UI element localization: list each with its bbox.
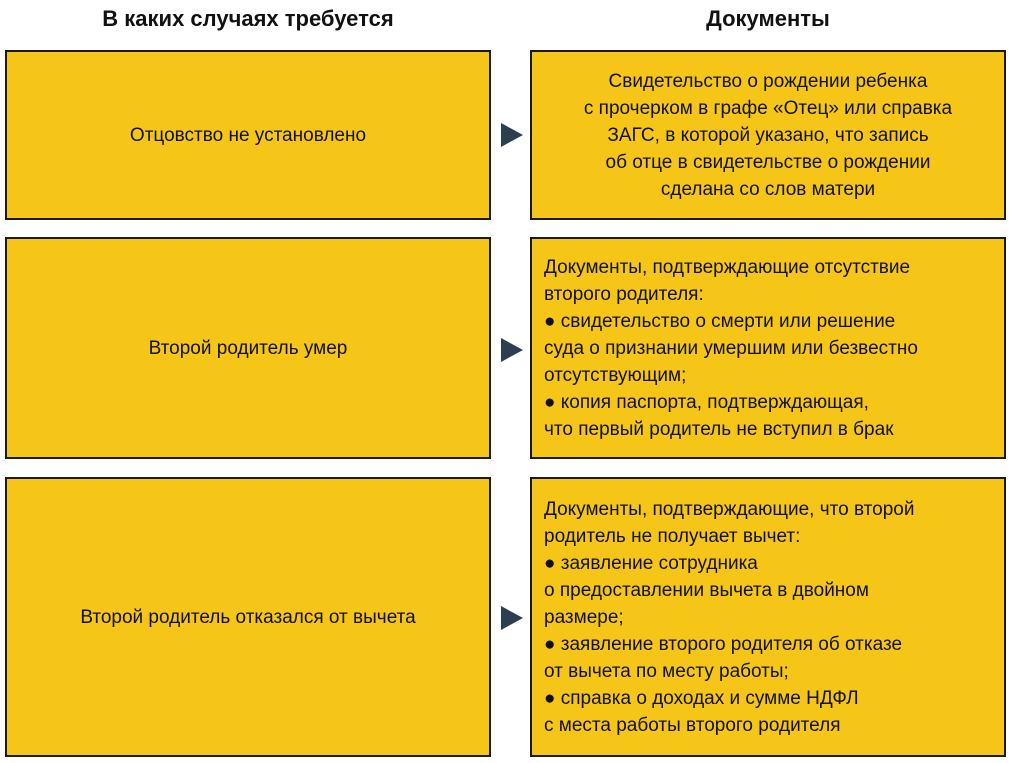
documents-line: что первый родитель не вступил в брак <box>544 418 894 440</box>
documents-text: Документы, подтверждающие, что второй ро… <box>544 496 914 739</box>
documents-line: от вычета по месту работы; <box>544 660 789 682</box>
arrow-right-icon <box>501 123 523 147</box>
documents-line: размере; <box>544 606 624 628</box>
documents-line: отсутствующим; <box>544 364 687 386</box>
case-label: Второй родитель умер <box>148 337 348 359</box>
documents-line: сделана со слов матери <box>660 178 876 200</box>
documents-text: Свидетельство о рождении ребенка с проче… <box>584 68 952 203</box>
case-box-paternity-not-established: Отцовство не установлено <box>5 50 491 220</box>
case-label: Второй родитель отказался от вычета <box>80 606 416 628</box>
documents-line: о предоставлении вычета в двойном <box>544 579 869 601</box>
documents-line: второго родителя: <box>544 283 704 305</box>
documents-box-second-parent-died: Документы, подтверждающие отсутствие вто… <box>530 237 1006 459</box>
documents-line: родитель не получает вычет: <box>544 525 801 547</box>
documents-box-second-parent-refused-deduction: Документы, подтверждающие, что второй ро… <box>530 477 1006 757</box>
case-box-second-parent-refused-deduction: Второй родитель отказался от вычета <box>5 477 491 757</box>
case-box-second-parent-died: Второй родитель умер <box>5 237 491 459</box>
case-label: Отцовство не установлено <box>129 124 367 146</box>
documents-column-header: Документы <box>706 6 830 31</box>
documents-line: суда о признании умершим или безвестно <box>544 337 918 359</box>
documents-line: ● заявление второго родителя об отказе <box>544 633 903 655</box>
documents-line: ● заявление сотрудника <box>544 552 758 574</box>
cases-column-header: В каких случаях требуется <box>102 6 394 31</box>
documents-line: ● свидетельство о смерти или решение <box>544 310 896 332</box>
documents-line: ЗАГС, в которой указано, что запись <box>607 124 929 146</box>
documents-box-paternity-not-established: Свидетельство о рождении ребенка с проче… <box>530 50 1006 220</box>
arrow-right-icon <box>501 338 523 362</box>
documents-text: Документы, подтверждающие отсутствие вто… <box>544 254 918 443</box>
documents-line: Свидетельство о рождении ребенка <box>608 70 928 92</box>
documents-line: ● копия паспорта, подтверждающая, <box>544 391 869 413</box>
documents-line: с места работы второго родителя <box>544 714 841 736</box>
documents-line: Документы, подтверждающие отсутствие <box>544 256 911 278</box>
documents-line: об отце в свидетельстве о рождении <box>605 151 931 173</box>
documents-line: ● справка о доходах и сумме НДФЛ <box>544 687 859 709</box>
arrow-right-icon <box>501 606 523 630</box>
documents-line: Документы, подтверждающие, что второй <box>544 498 915 520</box>
documents-line: с прочерком в графе «Отец» или справка <box>583 97 953 119</box>
